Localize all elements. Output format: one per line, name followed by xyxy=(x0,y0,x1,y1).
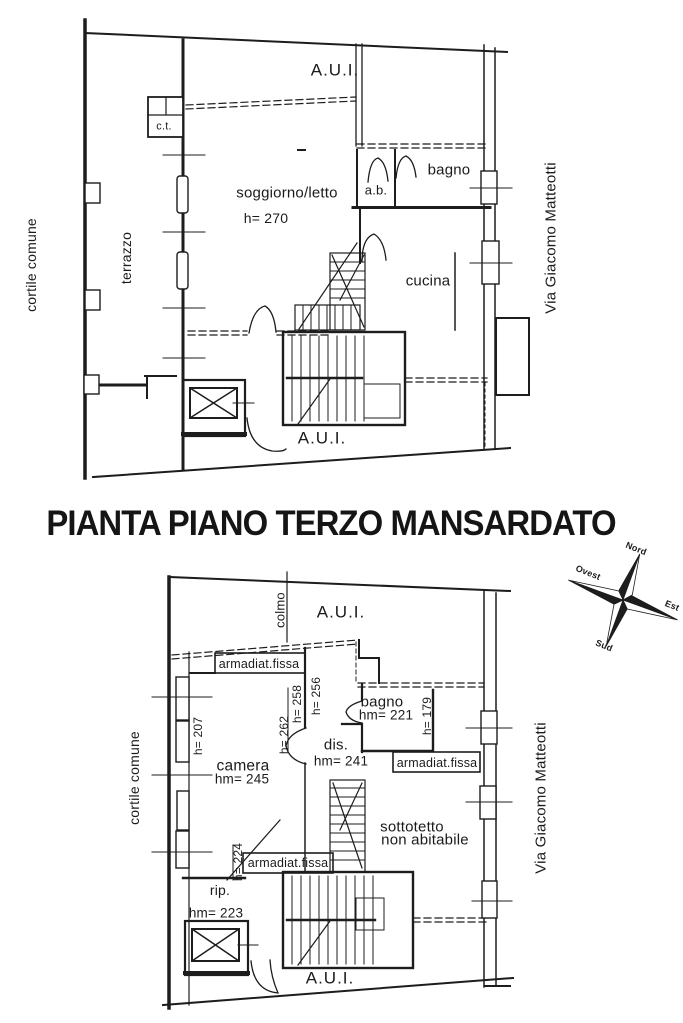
upper-street-left-label: cortile comune xyxy=(23,218,39,312)
lower-aui-bottom-label: A.U.I. xyxy=(305,968,355,988)
compass-rose-icon xyxy=(568,553,678,647)
upper-plan-windows xyxy=(83,154,513,395)
lower-h262-label: h= 262 xyxy=(277,715,291,755)
lower-plan-elevator xyxy=(183,919,259,977)
lower-bagno-label: bagno xyxy=(360,693,404,711)
lower-cabinet-top-label: armadiat.fissa xyxy=(218,656,300,671)
upper-soggiorno-height-label: h= 270 xyxy=(243,210,289,226)
upper-plan-walls xyxy=(83,18,530,480)
lower-sottotetto-label-line1: sottotetto xyxy=(380,818,444,836)
upper-bagno-label: bagno xyxy=(427,161,471,179)
lower-colmo-label: colmo xyxy=(272,592,288,628)
upper-plan-doors xyxy=(246,155,417,452)
lower-bagno-height-label: hm= 221 xyxy=(358,707,414,723)
lower-rip-height-label: hm= 223 xyxy=(188,905,244,921)
upper-ct-room-label: c.t. xyxy=(156,120,172,133)
lower-plan-stairs xyxy=(281,779,415,970)
upper-street-right-label: Via Giacomo Matteotti xyxy=(542,162,560,314)
lower-street-left-label: cortile comune xyxy=(126,731,142,825)
lower-h207-label: h= 207 xyxy=(191,716,205,756)
lower-dis-label: dis. xyxy=(323,736,349,754)
lower-aui-top-label: A.U.I. xyxy=(316,602,366,622)
upper-cucina-label: cucina xyxy=(405,272,451,290)
upper-plan-stairs xyxy=(281,242,407,427)
lower-plan-walls xyxy=(161,571,515,1010)
lower-h256-label: h= 256 xyxy=(309,676,323,716)
lower-h224-label: h= 224 xyxy=(231,842,245,882)
upper-aui-top-label: A.U.I. xyxy=(310,60,360,80)
lower-camera-label: camera xyxy=(216,757,270,775)
upper-plan-ct-room xyxy=(147,96,184,138)
lower-cabinet-bottom-label: armadiat.fissa xyxy=(247,855,329,870)
lower-h179-label: h= 179 xyxy=(420,696,434,736)
plan-title: PIANTA PIANO TERZO MANSARDATO xyxy=(46,504,616,543)
lower-camera-height-label: hm= 245 xyxy=(214,771,270,787)
lower-h258-label: h= 258 xyxy=(290,684,304,724)
upper-aui-bottom-label: A.U.I. xyxy=(297,428,347,448)
lower-cabinet-right-label: armadiat.fissa xyxy=(396,755,478,770)
upper-soggiorno-label: soggiorno/letto xyxy=(236,184,338,202)
lower-plan-doors xyxy=(250,700,363,994)
lower-dis-height-label: hm= 241 xyxy=(313,753,369,769)
lower-plan-dashed xyxy=(171,639,487,923)
lower-plan-windows xyxy=(151,676,513,919)
upper-terrazzo-label: terrazzo xyxy=(118,231,134,285)
lower-rip-label: rip. xyxy=(209,882,231,898)
lower-street-right-label: Via Giacomo Matteotti xyxy=(532,722,550,874)
upper-plan-aui-boundary-dashed xyxy=(185,96,490,448)
upper-plan-elevator xyxy=(181,378,255,438)
lower-sottotetto-label-line2: non abitabile xyxy=(381,831,469,849)
upper-ab-room-label: a.b. xyxy=(364,182,388,198)
